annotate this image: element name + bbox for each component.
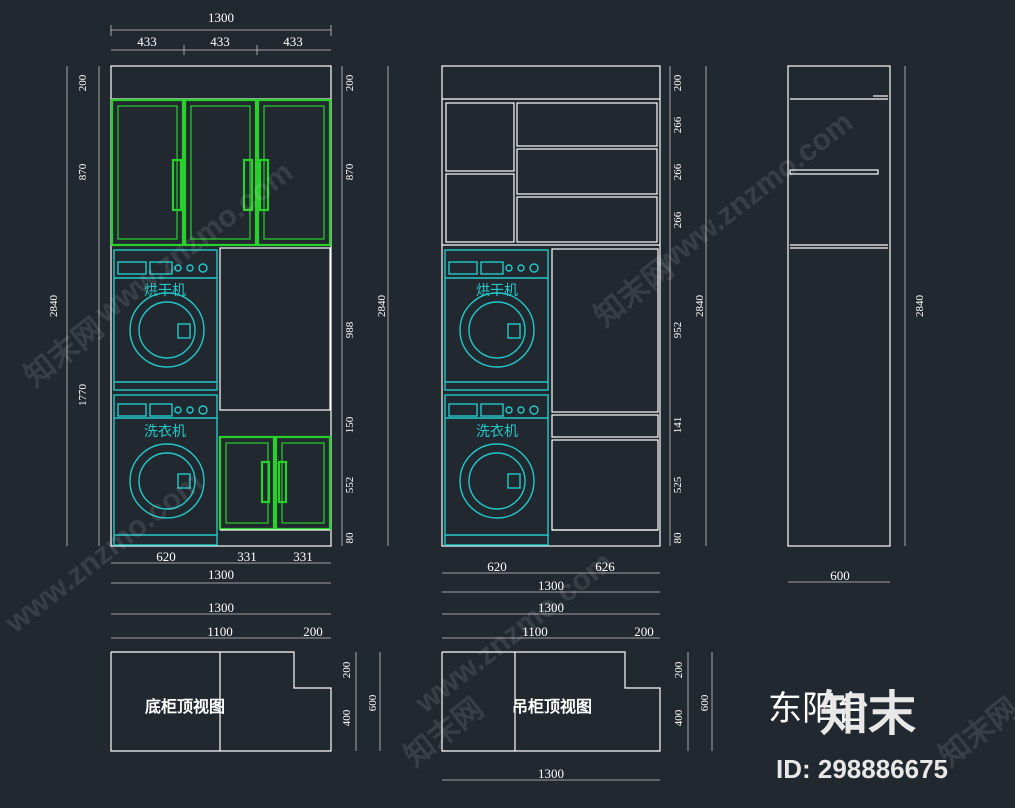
plan1-label: 底柜顶视图	[145, 697, 225, 716]
watermark-site-4: www.znzmo.com	[408, 545, 619, 720]
dim-right-988: 988	[344, 321, 356, 338]
dim2-952: 952	[672, 322, 684, 339]
dim-right-552: 552	[344, 477, 356, 494]
washer-label: 洗衣机	[144, 424, 186, 440]
dim-col3: 433	[283, 34, 303, 49]
plan2-dim-bottom-1300: 1300	[538, 766, 564, 781]
plan-base-cabinet: 1300 1100 200 底柜顶视图 200 400 600	[110, 600, 381, 752]
watermark-logo: 知末	[820, 686, 916, 742]
plan2-dim-200: 200	[634, 624, 654, 639]
side-dim-600: 600	[830, 568, 850, 583]
dim2-80: 80	[672, 532, 684, 544]
plan2-dim-1300: 1300	[538, 600, 564, 615]
front-elevation-1: 1300 433 433 433 烘干机	[48, 10, 389, 584]
dim2-266b: 266	[672, 163, 684, 180]
dim-top-width: 1300	[208, 10, 234, 25]
dim-overall-2840: 2840	[376, 295, 388, 318]
watermark-id: ID: 298886675	[776, 754, 948, 784]
dim-left-2840: 2840	[48, 295, 60, 318]
watermark-brand-1: 知末网	[19, 312, 110, 393]
dim2-525: 525	[672, 476, 684, 493]
dim2-200: 200	[672, 74, 684, 91]
plan2-dim-400v: 400	[673, 709, 685, 726]
side-dim-2840: 2840	[914, 295, 926, 318]
watermark-brand-4: 知末网	[934, 692, 1015, 773]
plan2-dim-200v: 200	[673, 661, 685, 678]
dim-right-150: 150	[344, 416, 356, 433]
dim-right-870: 870	[344, 163, 356, 180]
plan1-dim-1100: 1100	[207, 624, 233, 639]
plan1-dim-1300: 1300	[208, 600, 234, 615]
dim-left-200: 200	[77, 74, 89, 91]
dim2-bot-620: 620	[487, 559, 507, 574]
plan1-dim-400v: 400	[341, 709, 353, 726]
dim-right-80: 80	[344, 532, 356, 544]
front-elevation-2: 烘干机 洗衣机 200 266 266 266 952 141 525 80 2…	[441, 65, 707, 593]
plan2-label: 吊柜顶视图	[512, 697, 592, 716]
dim2-bot-626: 626	[595, 559, 615, 574]
dim-right-200: 200	[344, 74, 356, 91]
dim-bot-620: 620	[156, 549, 176, 564]
dim-left-1770: 1770	[77, 384, 89, 407]
dim2-overall-2840: 2840	[694, 295, 706, 318]
plan1-dim-200v: 200	[341, 661, 353, 678]
plan2-dim-1100: 1100	[522, 624, 548, 639]
dim2-266a: 266	[672, 116, 684, 133]
dim2-141: 141	[672, 417, 684, 434]
plan1-dim-200: 200	[303, 624, 323, 639]
plan-wall-cabinet: 1300 1100 200 吊柜顶视图 200 400 600 1300	[441, 600, 713, 781]
dim-left-870: 870	[77, 163, 89, 180]
dim-col1: 433	[137, 34, 157, 49]
dim-bot-331b: 331	[293, 549, 313, 564]
plan2-dim-600v: 600	[699, 694, 711, 711]
dim-col2: 433	[210, 34, 230, 49]
dim-bot-331a: 331	[237, 549, 257, 564]
side-elevation: 2840 600	[787, 65, 926, 583]
plan1-dim-600v: 600	[367, 694, 379, 711]
dim2-266c: 266	[672, 211, 684, 228]
drawing-title: 东阳台	[768, 689, 870, 729]
washer-label-2: 洗衣机	[476, 424, 518, 440]
dim-bot-1300: 1300	[208, 567, 234, 582]
dim2-bot-1300: 1300	[538, 578, 564, 593]
